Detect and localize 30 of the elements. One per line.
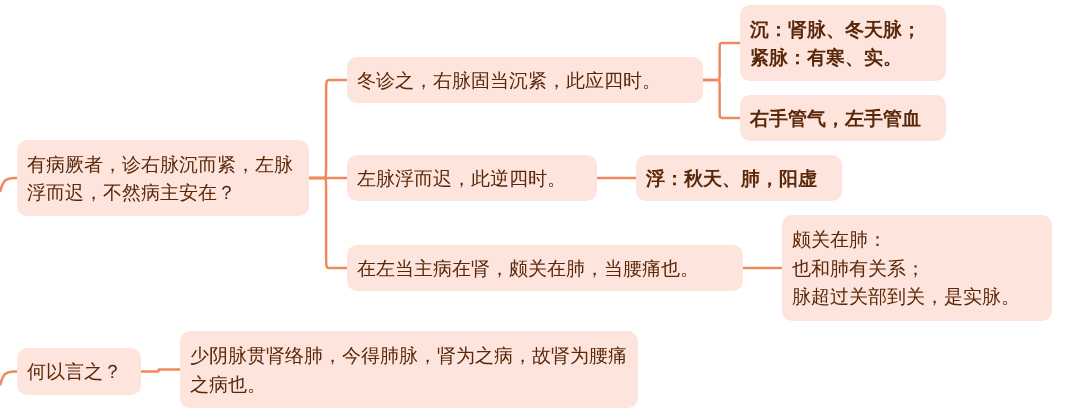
topic-text: 何以言之？ xyxy=(27,359,123,385)
topic-text: 沉：肾脉、冬天脉； xyxy=(750,16,922,42)
topic-box xyxy=(17,348,141,395)
topic-box xyxy=(180,331,638,408)
topic-box xyxy=(740,5,946,81)
topic-box xyxy=(347,155,597,201)
topic-text: 在左当主病在肾，颇关在肺，当腰痛也。 xyxy=(357,255,700,281)
topic-box xyxy=(636,155,842,201)
topic-text: 也和肺有关系； xyxy=(792,255,926,281)
connector-line xyxy=(0,176,17,193)
topic-text: 紧脉：有寒、实。 xyxy=(750,45,903,70)
topic-box xyxy=(17,140,309,216)
topic-text: 左脉浮而迟，此逆四时。 xyxy=(357,165,567,191)
connector-line xyxy=(0,370,17,386)
topic-text: 有病厥者，诊右脉沉而紧，左脉浮而迟，不然病主安在？ xyxy=(27,151,294,205)
connector-line xyxy=(703,78,740,120)
topic-box xyxy=(347,57,703,103)
connector-line xyxy=(141,368,180,373)
connector-line xyxy=(743,266,782,270)
topic-text: 颇关在肺： xyxy=(792,227,888,253)
topic-text: 浮：秋天、肺，阳虚 xyxy=(646,165,818,191)
connector-line xyxy=(309,176,347,270)
topic-box xyxy=(347,245,743,291)
topic-text: 右手管气，左手管血 xyxy=(750,105,922,131)
topic-text: 脉超过关部到关，是实脉。 xyxy=(792,284,1021,310)
topic-box xyxy=(740,95,946,141)
topic-text: 少阴脉贯肾络肺，今得肺脉，肾为之病，故肾为腰痛之病也。 xyxy=(190,343,628,397)
connector-line xyxy=(597,176,636,180)
topic-box xyxy=(782,215,1052,321)
topic-text: 冬诊之，右脉固当沉紧，此应四时。 xyxy=(357,67,662,93)
